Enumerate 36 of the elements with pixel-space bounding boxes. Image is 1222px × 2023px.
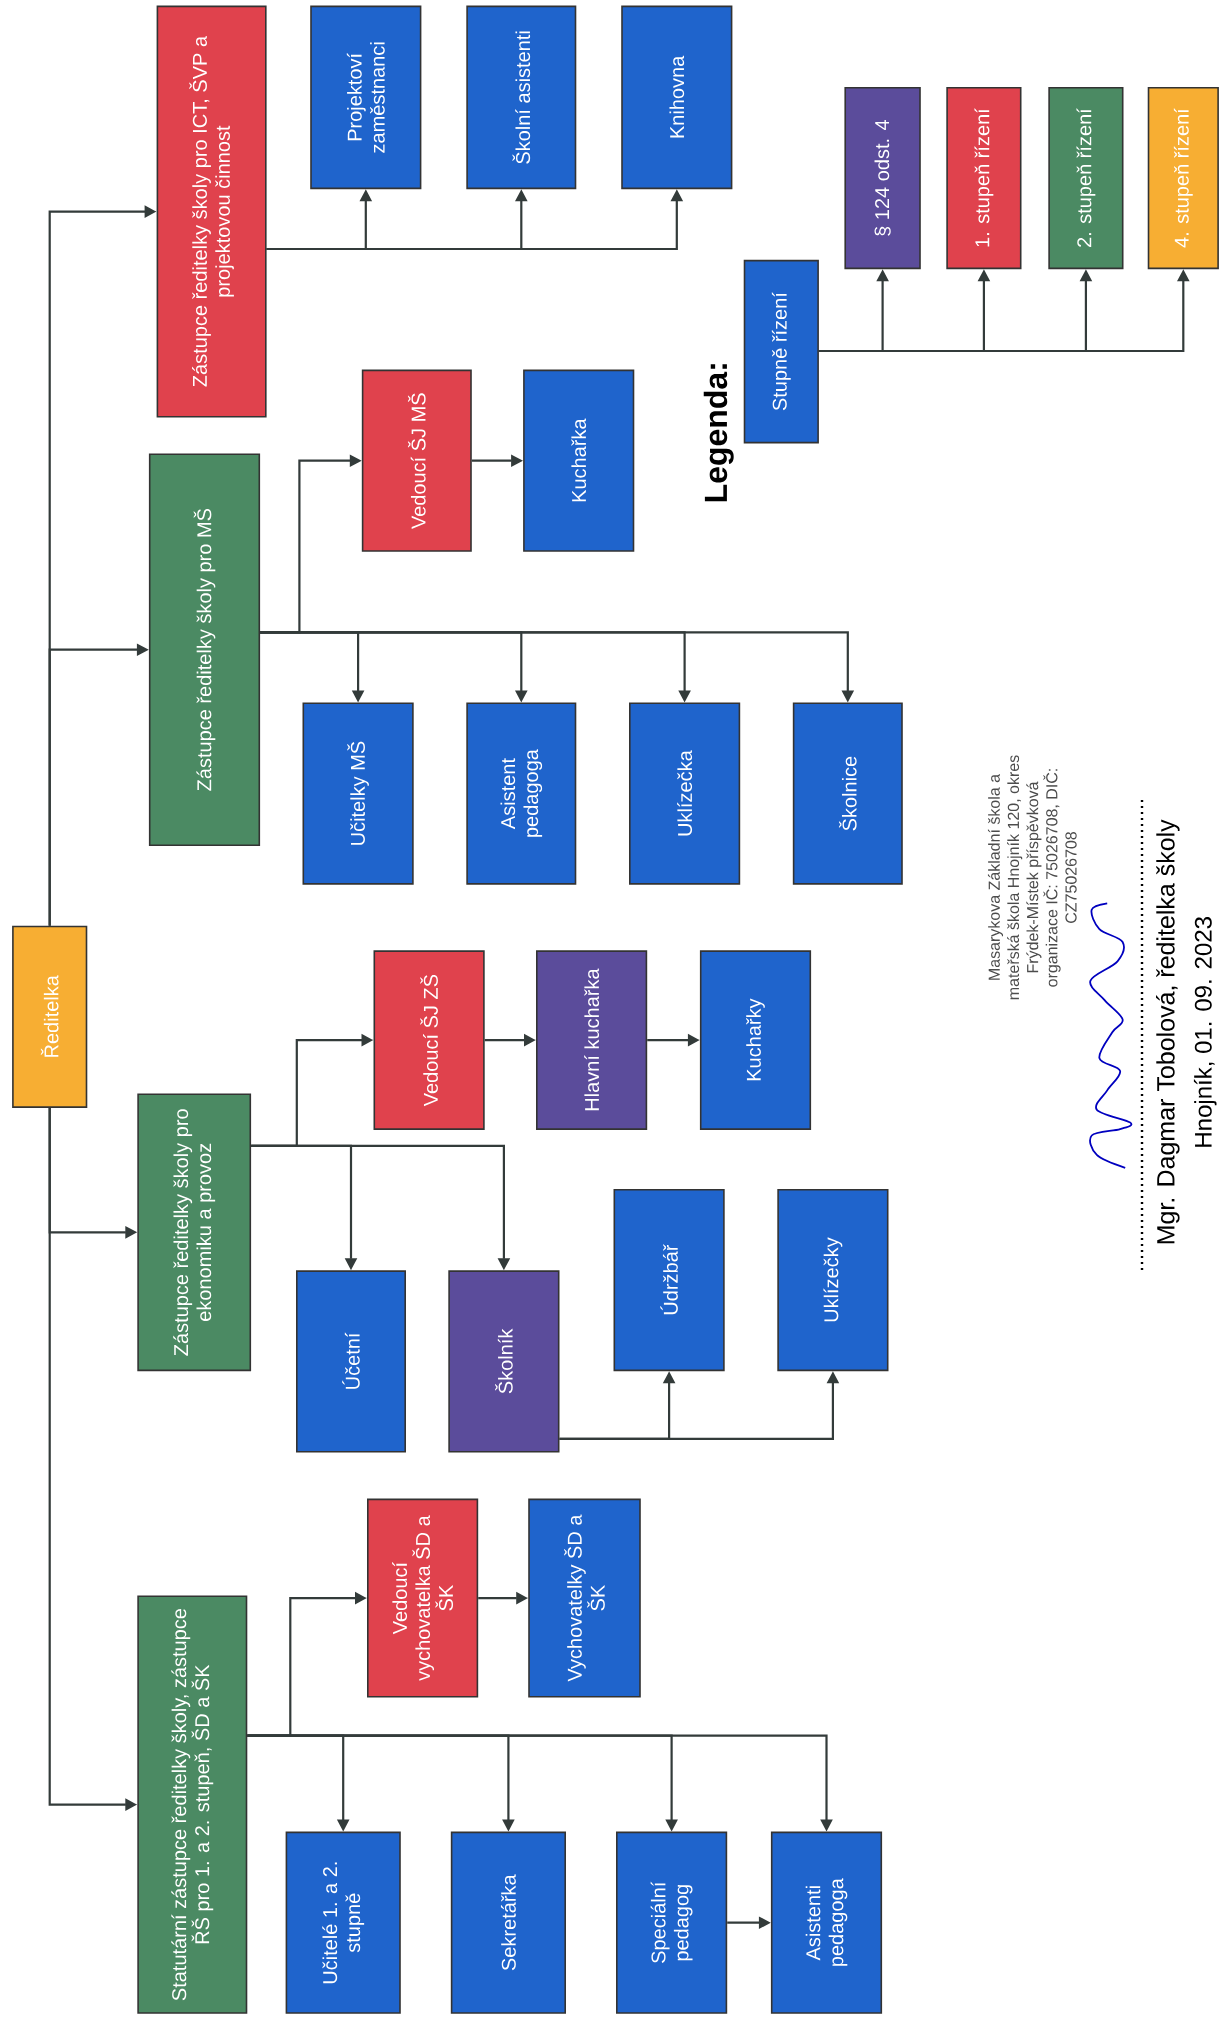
position-box: Statutární zástupce ředitelky školy, zástupce ŘŠ pro 1. a 2. stupeň, ŠD a ŠK (137, 1595, 248, 2014)
position-box: Učitelé 1. a 2. stupně (285, 1831, 401, 2014)
position-box: Školnice (792, 702, 903, 885)
position-box: Údržbář (613, 1189, 725, 1372)
legend-box: 2. stupeň řízení (1048, 87, 1124, 270)
position-box: Projektoví zaměstnanci (310, 5, 422, 190)
position-box: Speciální pedagog (616, 1831, 728, 2014)
position-box: Sekretářka (450, 1831, 566, 2014)
position-box: Vedoucí vychovatelka ŠD a ŠK (367, 1498, 479, 1698)
legend-box: Stupně řízení (743, 259, 819, 444)
date-text: Hnojník, 01. 09. 2023 (1193, 917, 1217, 1147)
position-box: Hlavní kuchařka (536, 950, 648, 1130)
position-box: Vedoucí ŠJ ZŠ (373, 950, 485, 1130)
position-box: Ředitelka (12, 925, 88, 1108)
position-box: Zástupce ředitelky školy pro ICT, ŠVP a projektovou činnost (156, 5, 267, 418)
position-box: Učitelky MŠ (302, 702, 414, 885)
position-box: Vedoucí ŠJ MŠ (361, 369, 472, 552)
position-box: Vychovatelky ŠD a ŠK (528, 1498, 641, 1698)
position-box: Kuchařky (699, 950, 812, 1130)
position-box: Zástupce ředitelky školy pro MŠ (148, 453, 261, 846)
legend-box: 4. stupeň řízení (1147, 87, 1219, 270)
position-box: Asistent pedagoga (466, 702, 577, 885)
position-box: Zástupce ředitelky školy pro ekonomiku a provoz (137, 1093, 252, 1372)
legend-box: 1. stupeň řízení (946, 87, 1022, 270)
position-box: Školní asistenti (466, 5, 577, 190)
position-box: Školník (448, 1270, 560, 1453)
position-box: Knihovna (621, 5, 733, 190)
position-box: Asistenti pedagoga (770, 1831, 883, 2014)
legend-heading: Legenda: (703, 364, 734, 502)
position-box: Účetní (296, 1270, 406, 1453)
position-box: Uklízečka (629, 702, 741, 885)
position-box: Kuchařka (523, 369, 635, 552)
position-box: Uklízečky (777, 1189, 889, 1372)
legend-box: § 124 odst. 4 (844, 87, 921, 270)
stamp-text: Masarykova Základní škola a mateřská škola Hnojník 120, okres Frýdek-Místek příspěvková organizace IČ: 75026708, DIČ: CZ75026708 (987, 755, 1077, 1000)
signature-caption: Mgr. Dagmar Tobolová, ředitelka školy (1156, 819, 1180, 1244)
